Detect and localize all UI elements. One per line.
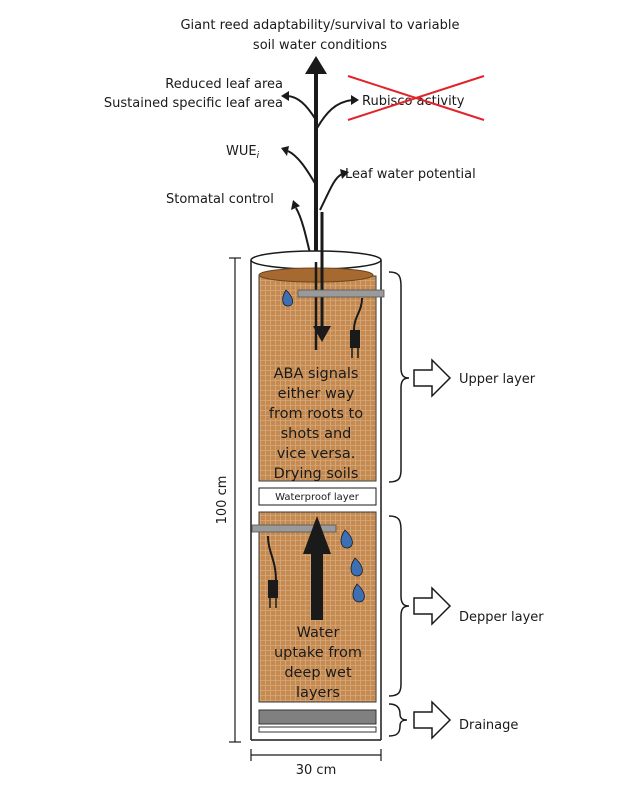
upper-layer-arrow-icon <box>413 358 452 398</box>
title-line-1: Giant reed adaptability/survival to vari… <box>180 18 459 33</box>
title-line-2: soil water conditions <box>253 38 387 53</box>
lower-text-line: uptake from <box>274 645 362 661</box>
stem-arrows <box>281 56 359 263</box>
height-label: 100 cm <box>215 476 230 525</box>
upper-text-line: shots and <box>281 426 352 442</box>
lower-soil-text: Water uptake from deep wet layers <box>274 625 362 701</box>
drainage-gravel <box>258 709 377 725</box>
down-arrow-head <box>313 326 331 342</box>
upper-text-line: Drying soils <box>274 466 359 482</box>
lower-text-line: deep wet <box>284 665 352 681</box>
waterproof-layer-label: Waterproof layer <box>275 492 360 503</box>
height-dimension <box>229 257 241 743</box>
drainage-base <box>258 726 377 733</box>
deeper-layer-label: Depper layer <box>459 610 544 625</box>
upper-text-line: either way <box>278 386 355 402</box>
water-drop-icon <box>282 289 294 307</box>
width-dimension <box>250 749 382 761</box>
width-label: 30 cm <box>296 763 337 778</box>
drainage-arrow-icon <box>413 700 452 740</box>
drainage-brace <box>388 703 408 737</box>
drainage-label: Drainage <box>459 718 518 733</box>
deeper-layer-arrow-icon <box>413 586 452 626</box>
upper-layer-brace <box>388 271 410 483</box>
upper-soil-layer <box>258 267 377 482</box>
lower-probe-bar <box>251 524 337 533</box>
upper-soil-text: ABA signals either way from roots to sho… <box>269 366 363 482</box>
water-drop-icon <box>350 557 363 577</box>
upper-text-line: from roots to <box>269 406 363 422</box>
label-reduced-leaf-area: Reduced leaf area <box>165 77 283 92</box>
pot-container <box>250 250 382 741</box>
label-stomatal-control: Stomatal control <box>166 192 274 207</box>
upper-probe-bar <box>297 289 385 298</box>
upper-layer-label: Upper layer <box>459 372 536 387</box>
upper-text-line: ABA signals <box>274 366 359 382</box>
upper-text-line: vice versa. <box>277 446 356 462</box>
sensor-icon <box>350 297 363 358</box>
main-up-arrow-head <box>305 56 327 74</box>
water-drop-icon <box>352 583 365 603</box>
water-uptake-arrow <box>303 516 331 620</box>
water-drop-icon <box>340 529 353 549</box>
lower-text-line: Water <box>297 625 340 641</box>
label-leaf-water-potential: Leaf water potential <box>345 167 476 182</box>
waterproof-layer <box>258 487 377 506</box>
label-wue: WUEi <box>226 144 260 161</box>
sensor-icon <box>267 535 278 608</box>
label-sustained-sla: Sustained specific leaf area <box>104 96 283 111</box>
deeper-layer-brace <box>388 515 410 697</box>
lower-text-line: layers <box>296 685 340 701</box>
rubisco-cross-out <box>347 75 485 121</box>
